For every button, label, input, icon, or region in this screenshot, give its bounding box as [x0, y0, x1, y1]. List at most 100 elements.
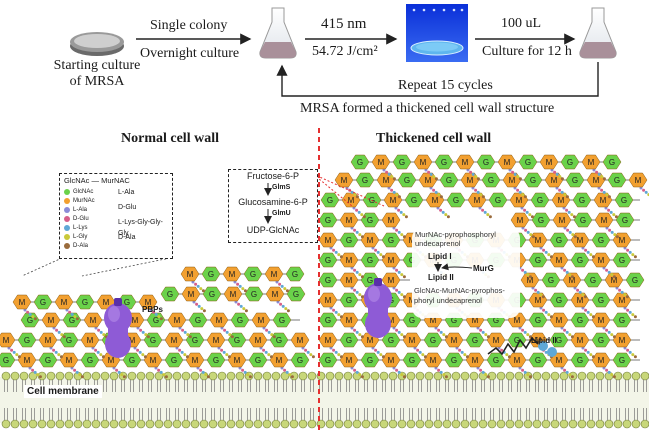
glcnac-unit: G — [230, 312, 250, 328]
murnac-unit: M — [223, 286, 243, 302]
svg-text:M: M — [367, 336, 374, 345]
glcnac-unit: G — [625, 272, 645, 288]
svg-text:M: M — [276, 356, 283, 365]
murnac-unit: M — [549, 252, 569, 268]
svg-text:M: M — [430, 316, 437, 325]
blue-light-plate-icon — [406, 4, 468, 62]
svg-text:M: M — [535, 296, 542, 305]
murnac-unit: M — [265, 286, 285, 302]
svg-text:M: M — [551, 176, 558, 185]
murnac-unit: M — [465, 352, 485, 368]
svg-text:M: M — [517, 216, 524, 225]
murnac-unit: M — [460, 172, 480, 188]
svg-text:G: G — [598, 236, 604, 245]
svg-text:G: G — [472, 336, 478, 345]
murnac-unit: M — [264, 266, 284, 282]
svg-text:M: M — [346, 216, 353, 225]
glcnac-unit: G — [572, 192, 592, 208]
svg-text:G: G — [577, 316, 583, 325]
glcnac-unit: G — [570, 352, 590, 368]
dose-label: 54.72 J/cm² — [312, 44, 378, 59]
svg-text:M: M — [619, 296, 626, 305]
murnac-unit: M — [318, 292, 338, 308]
svg-text:M: M — [325, 236, 332, 245]
murnac-unit: M — [164, 332, 184, 348]
glcnac-unit: G — [549, 292, 569, 308]
legend-chain-item: D-Glu — [118, 204, 137, 211]
murnac-unit: M — [339, 212, 359, 228]
glcnac-unit: G — [62, 312, 82, 328]
svg-text:G: G — [493, 316, 499, 325]
legend-item: MurNAc — [64, 196, 95, 205]
svg-text:G: G — [325, 276, 331, 285]
murnac-unit: M — [381, 352, 401, 368]
svg-text:G: G — [209, 290, 215, 299]
glcnac-unit: G — [570, 252, 590, 268]
murnac-unit: M — [17, 352, 37, 368]
svg-text:G: G — [208, 270, 214, 279]
glcnac-unit: G — [528, 312, 548, 328]
svg-text:M: M — [388, 216, 395, 225]
petri-dish-icon — [70, 32, 124, 56]
svg-text:G: G — [346, 236, 352, 245]
lipid-ii-molecule — [487, 336, 557, 357]
thickened-wall-heading: Thickened cell wall — [376, 131, 492, 146]
svg-text:G: G — [251, 290, 257, 299]
murnac-unit: M — [544, 172, 564, 188]
svg-text:G: G — [453, 196, 459, 205]
svg-text:M: M — [514, 356, 521, 365]
svg-text:G: G — [619, 356, 625, 365]
glcnac-unit: G — [360, 212, 380, 228]
process-flow: Starting culture of MRSA Single colony O… — [0, 0, 649, 122]
legend-swatch — [64, 233, 70, 240]
svg-text:M: M — [598, 256, 605, 265]
svg-text:G: G — [293, 290, 299, 299]
svg-text:G: G — [325, 356, 331, 365]
svg-text:M: M — [472, 316, 479, 325]
svg-text:G: G — [82, 298, 88, 307]
svg-text:M: M — [230, 290, 237, 299]
glcnac-unit: G — [206, 352, 226, 368]
glcnac-unit: G — [290, 352, 310, 368]
glcnac-unit: G — [615, 212, 635, 228]
legend-swatch — [64, 206, 70, 213]
glcnac-unit: G — [573, 212, 593, 228]
glcnac-unit: G — [560, 154, 580, 170]
lipid-arrows — [434, 262, 473, 272]
legend-item: GlcNAc — [64, 187, 95, 196]
svg-text:G: G — [441, 158, 447, 167]
murnac-unit: M — [41, 312, 61, 328]
glcnac-unit: G — [164, 352, 184, 368]
svg-text:G: G — [409, 316, 415, 325]
svg-text:M: M — [577, 336, 584, 345]
murnac-unit: M — [510, 212, 530, 228]
murnac-unit: M — [509, 192, 529, 208]
svg-text:M: M — [451, 336, 458, 345]
murnac-unit: M — [181, 286, 201, 302]
svg-text:G: G — [129, 356, 135, 365]
svg-text:G: G — [514, 336, 520, 345]
murnac-unit: M — [594, 212, 614, 228]
legend-label: L-Ala — [73, 206, 88, 213]
svg-text:M: M — [24, 356, 31, 365]
glcnac-unit: G — [583, 272, 603, 288]
svg-text:G: G — [150, 336, 156, 345]
svg-text:M: M — [341, 176, 348, 185]
svg-text:M: M — [213, 336, 220, 345]
murnac-unit: M — [318, 332, 338, 348]
svg-text:M: M — [472, 356, 479, 365]
murnac-unit: M — [83, 312, 103, 328]
svg-text:M: M — [325, 296, 332, 305]
murnac-unit: M — [206, 332, 226, 348]
svg-text:G: G — [24, 336, 30, 345]
svg-text:G: G — [590, 276, 596, 285]
svg-text:G: G — [276, 336, 282, 345]
murnac-unit: M — [591, 312, 611, 328]
glcnac-unit: G — [160, 286, 180, 302]
svg-text:M: M — [229, 270, 236, 279]
pathway-step-1: Fructose-6-P — [246, 171, 299, 181]
murnac-unit: M — [502, 172, 522, 188]
svg-text:M: M — [216, 316, 223, 325]
legend-chain-item: D-Ala — [118, 234, 136, 241]
single-colony-label: Single colony — [150, 18, 228, 33]
